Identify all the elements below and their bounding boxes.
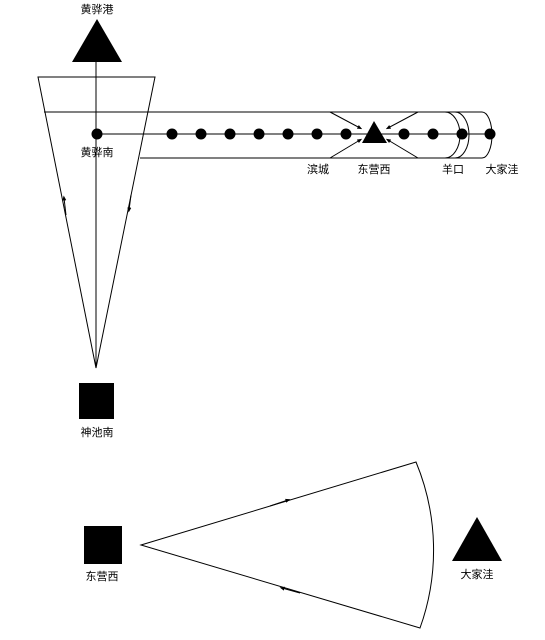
- label-dajiawa-top: 大家洼: [486, 162, 519, 176]
- station-circle-icon: [311, 128, 323, 140]
- station-circle-icon: [456, 128, 468, 140]
- label-dajiawa-bottom: 大家洼: [461, 567, 494, 581]
- station-circle-icon: [427, 128, 439, 140]
- label-yangkou: 羊口: [442, 162, 464, 176]
- station-circle-icon: [91, 128, 103, 140]
- station-circle-icon: [253, 128, 265, 140]
- dajiawa-triangle-icon: [452, 517, 502, 561]
- converge-arrow-2: [329, 138, 363, 159]
- station-circle-icon: [195, 128, 207, 140]
- wedge-right-arrow: [127, 194, 132, 213]
- yangkou-arc-2: [454, 111, 470, 159]
- station-circle-icon: [224, 128, 236, 140]
- shenchinan-square-icon: [79, 383, 114, 419]
- label-dongyingxi-top: 东营西: [358, 162, 391, 176]
- sector-bottom-arrow: [279, 586, 301, 594]
- dongyingxi-triangle-icon: [362, 121, 387, 143]
- converge-arrow-1: [329, 111, 363, 130]
- dongyingxi-square-icon: [84, 526, 122, 564]
- huanghuagang-triangle-icon: [72, 19, 122, 62]
- label-huanghuagang: 黄骅港: [81, 2, 114, 16]
- station-circle-icon: [282, 128, 294, 140]
- station-circle-icon: [340, 128, 352, 140]
- bottom-sector: [139, 461, 435, 629]
- converge-arrow-3: [385, 111, 419, 130]
- label-dongyingxi-bottom: 东营西: [86, 569, 119, 583]
- label-huanghuanan: 黄骅南: [81, 145, 114, 159]
- station-circle-icon: [166, 128, 178, 140]
- converge-arrow-4: [385, 138, 419, 159]
- sector-top-arrow: [269, 498, 291, 507]
- label-shenchinan: 神池南: [81, 425, 114, 439]
- label-binzhen: 滨城: [307, 162, 329, 176]
- wedge-left-arrow: [62, 195, 67, 216]
- station-circle-icon: [398, 128, 410, 140]
- station-circle-icon: [484, 128, 496, 140]
